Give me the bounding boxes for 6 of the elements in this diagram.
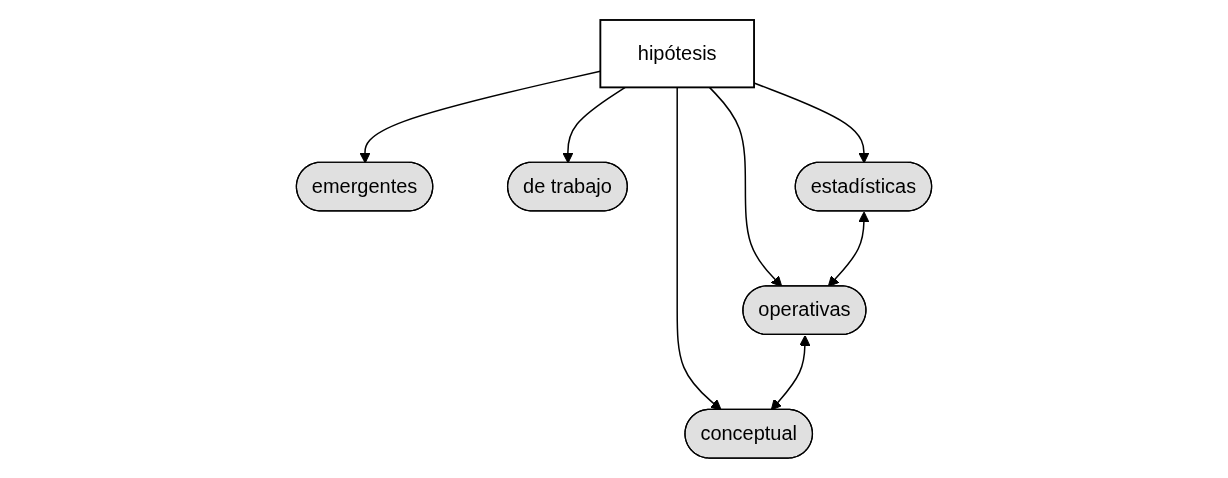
arrow: [562, 86, 626, 164]
arrow: [770, 335, 811, 411]
arrow: [827, 211, 870, 287]
arrow: [708, 86, 783, 287]
arrow: [676, 86, 722, 411]
node-box: hipótesis: [599, 19, 755, 89]
